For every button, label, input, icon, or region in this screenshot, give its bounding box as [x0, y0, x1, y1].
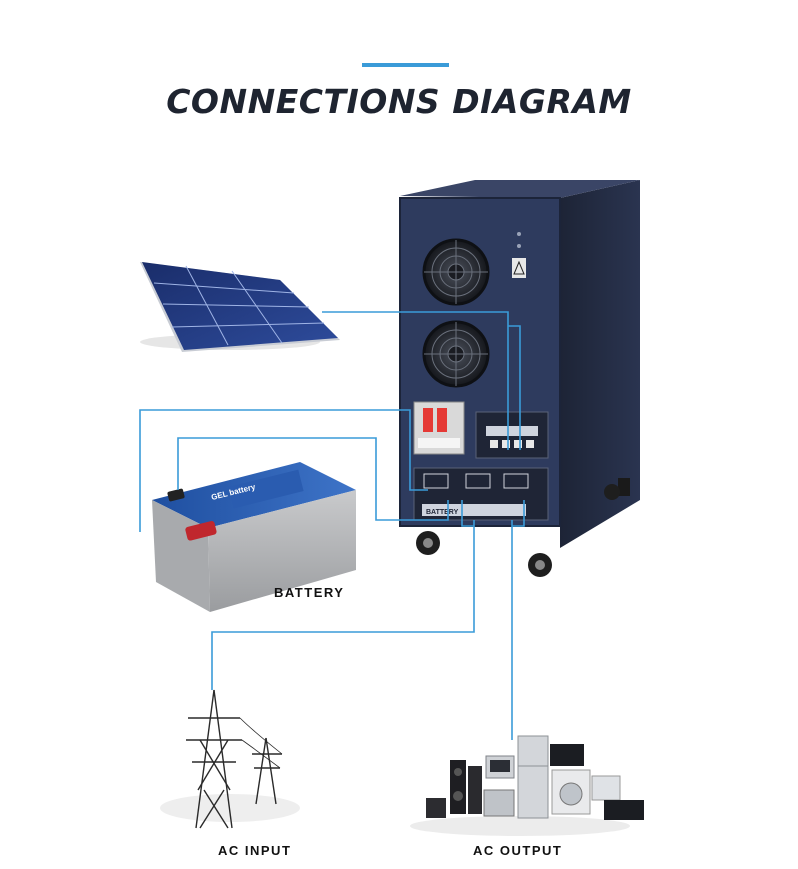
solar-panel-icon — [140, 262, 340, 352]
ac-input-wire — [211, 520, 475, 690]
inverter-cabinet: BATTERY — [399, 180, 640, 577]
battery-wire — [139, 409, 428, 532]
power-pylon-icon — [160, 689, 300, 829]
battery-breaker-switch[interactable] — [423, 408, 433, 432]
ac-output-wire — [512, 500, 525, 527]
ac-input-label: AC INPUT — [218, 843, 292, 858]
warning-triangle-icon — [513, 260, 525, 275]
cooling-fan-icon — [422, 320, 490, 388]
battery-wire — [177, 437, 449, 521]
warning-label — [512, 258, 526, 278]
input-breaker-switch[interactable] — [437, 408, 447, 432]
title-accent-bar — [362, 63, 449, 67]
terminal-block-label: BATTERY — [426, 509, 459, 516]
battery-label: BATTERY — [274, 585, 345, 600]
battery-icon: GEL battery — [152, 462, 356, 612]
ac-output-label: AC OUTPUT — [473, 843, 563, 858]
pv-wire — [508, 325, 521, 450]
pv-wire — [322, 311, 509, 450]
home-appliances-icon — [410, 735, 644, 836]
cooling-fan-icon — [422, 238, 490, 306]
wiring — [139, 311, 525, 740]
page-title: CONNECTIONS DIAGRAM — [166, 82, 632, 121]
ac-input-wire — [461, 500, 474, 527]
